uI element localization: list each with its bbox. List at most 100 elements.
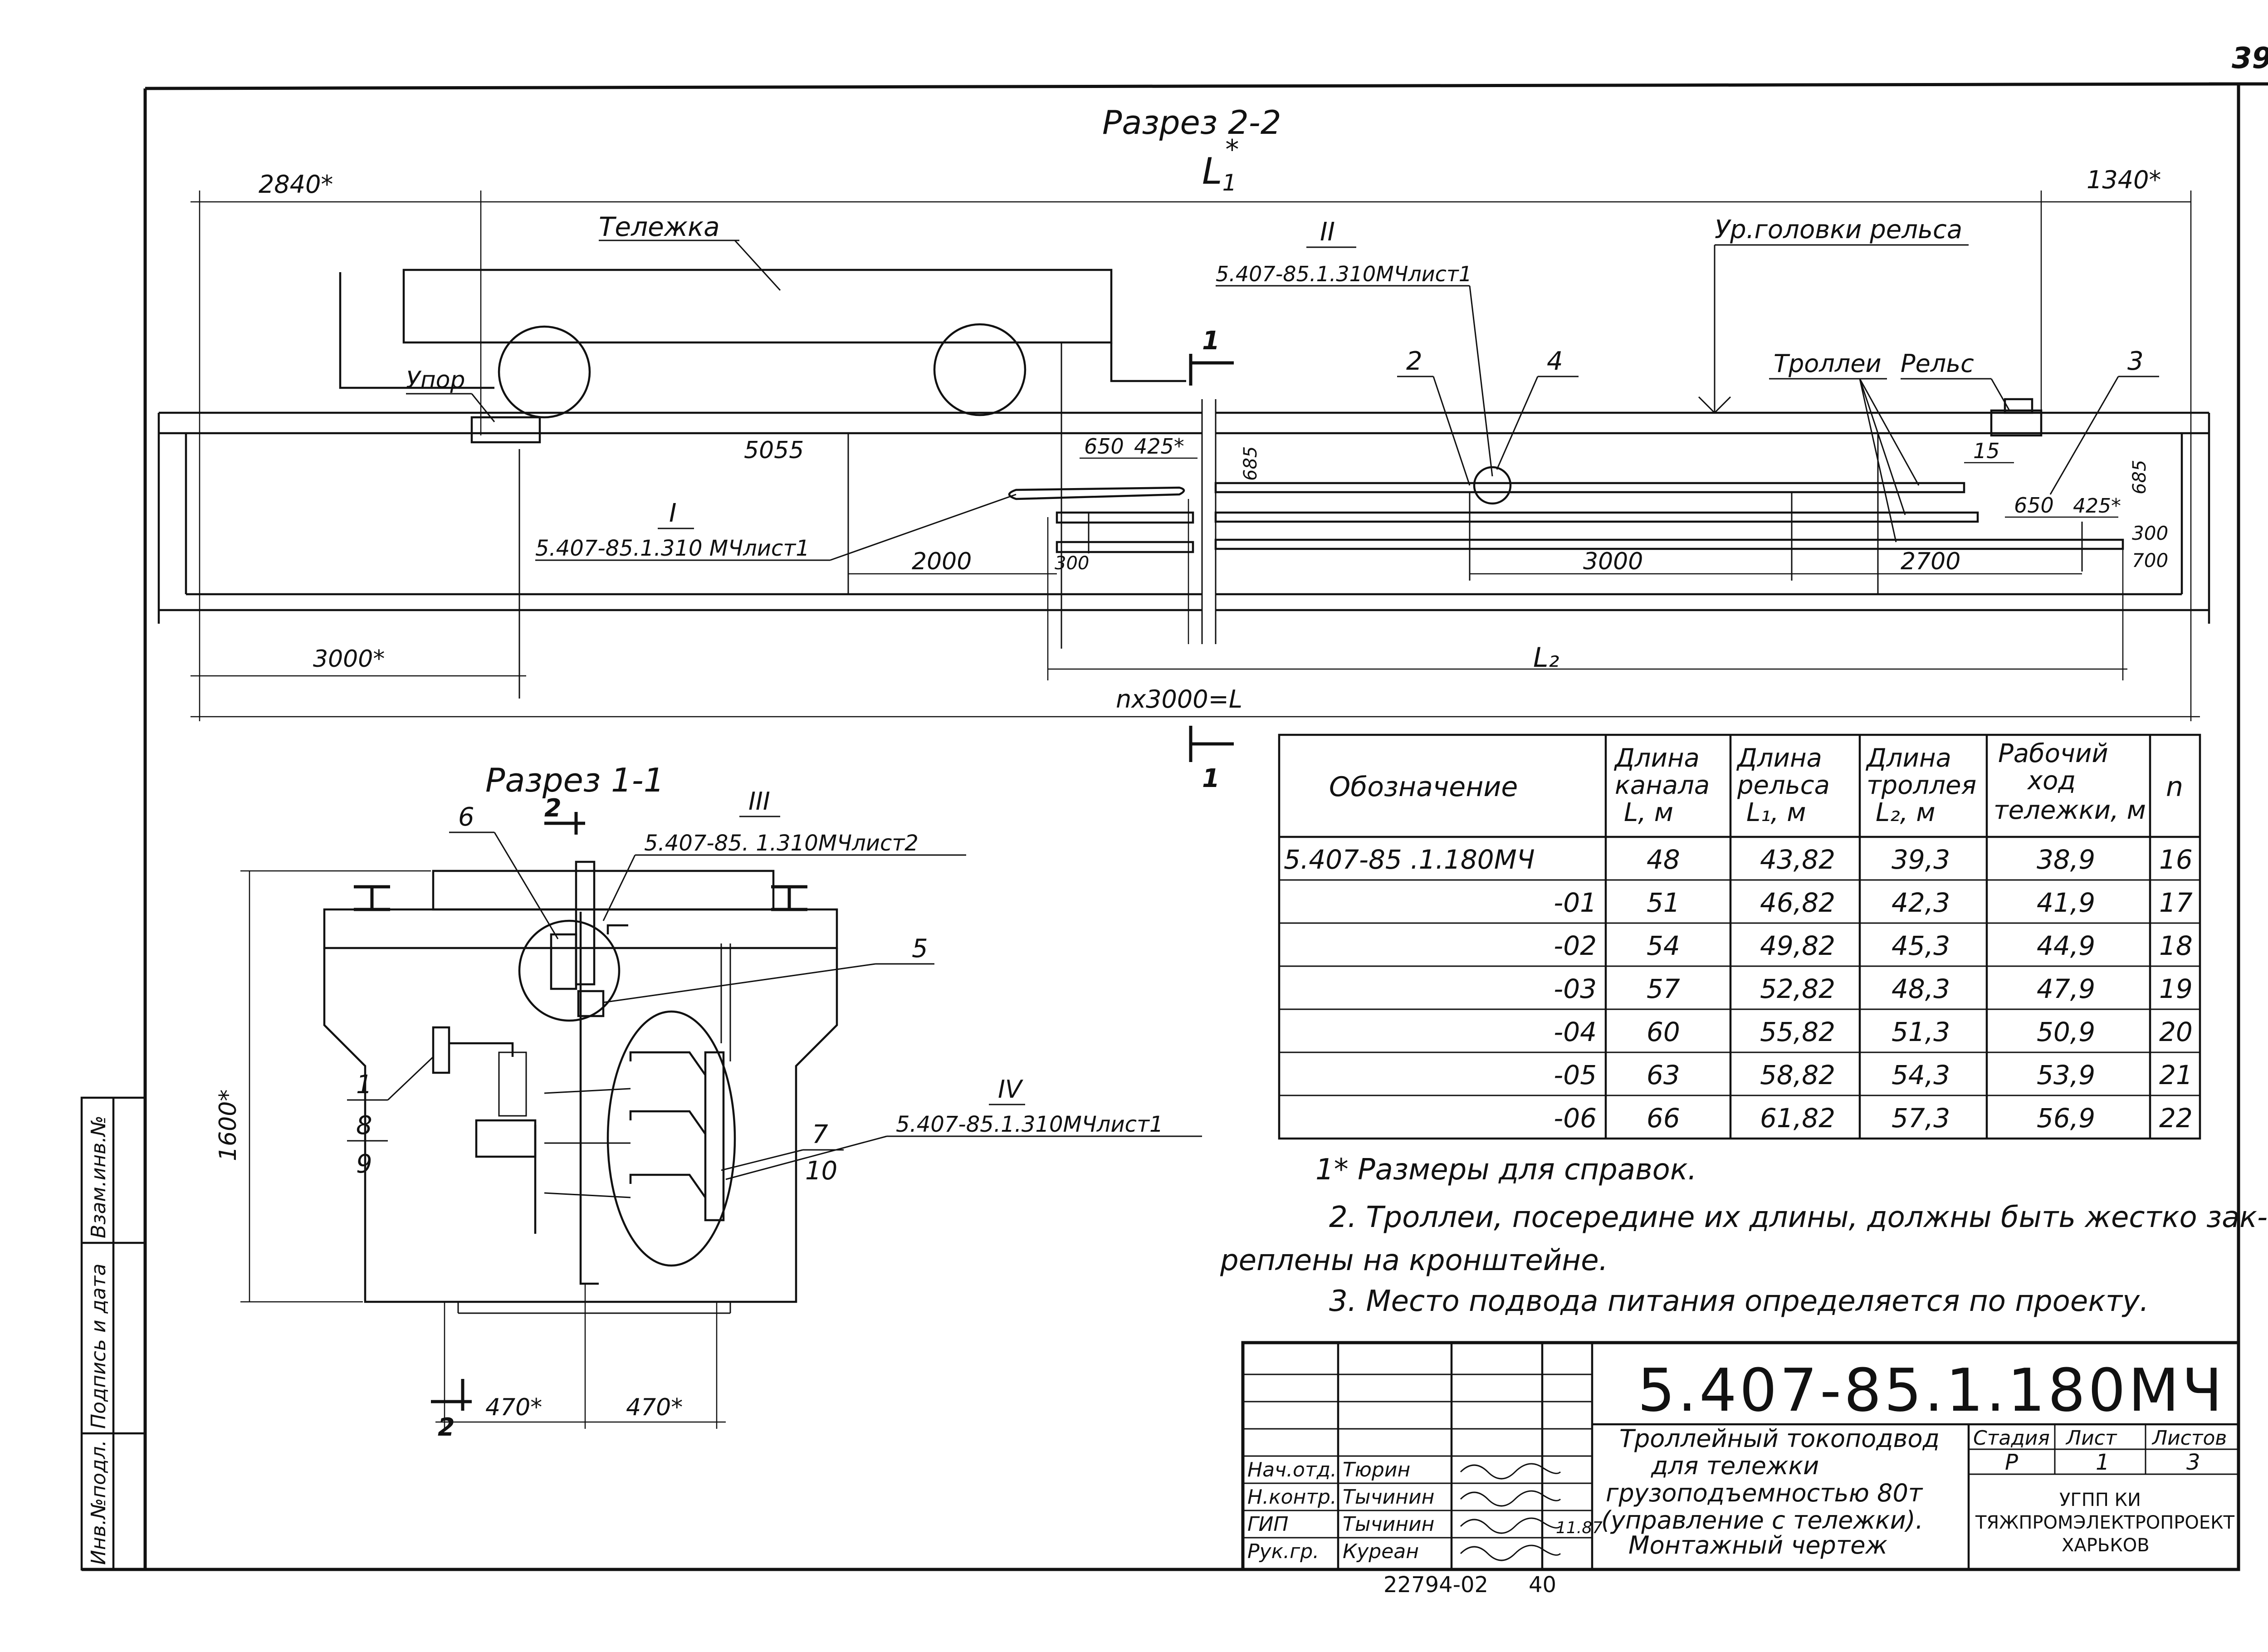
table-cell: 57,3 [1892,1103,1950,1134]
pos-7: 7 [812,1120,828,1149]
sign-date: 11.87 [1556,1519,1603,1537]
pos-6: 6 [458,802,474,832]
sheet-frame [82,82,2268,1571]
pos-2: 2 [1406,347,1422,376]
cut-1-top: 1 [1202,326,1220,356]
table-cell: 61,82 [1760,1103,1835,1134]
th-n: n [2166,771,2183,803]
dim-nx3000: nх3000=L [1116,685,1242,714]
table-cell-designation: -02 [1554,930,1597,961]
dim-650a: 650 [1084,434,1124,459]
table-cell: 46,82 [1760,887,1835,918]
ref-IV: IV [998,1075,1024,1104]
ref-III-doc: 5.407-85. 1.310МЧлист2 [644,831,919,856]
table-cell: 63 [1647,1060,1680,1090]
ref-II-doc: 5.407-85.1.310МЧлист1 [1216,262,1472,286]
table-cell: 60 [1647,1017,1680,1047]
table-cell: 57 [1647,973,1680,1004]
table-cell: 48,3 [1892,973,1950,1004]
table-cell: 53,9 [2037,1060,2095,1090]
table-cell-designation: -03 [1554,973,1597,1004]
table-cell: 58,82 [1760,1060,1835,1090]
dim-425a: 425* [1134,434,1184,459]
section-2-2: Разрез 2-2 2840* 1340* L1* Тележка Упор [157,103,2210,793]
table-cell: 50,9 [2037,1017,2095,1047]
table-cell: 47,9 [2037,973,2095,1004]
table-cell: 20 [2159,1017,2193,1047]
dim-2000: 2000 [912,548,972,575]
dim-650b: 650 [2014,493,2054,518]
label-trolley: Тележка [599,211,720,242]
th-designation: Обозначение [1329,771,1518,803]
label-rail: Рельс [1901,349,1974,378]
dim-3000star: 3000* [313,645,385,673]
table-cell: 17 [2159,887,2193,918]
dim-685b: 685 [2129,460,2150,494]
dim-470b: 470* [626,1394,683,1421]
label-trolleys: Троллеи [1774,349,1882,378]
cut-2-bottom: 2 [438,1413,455,1442]
table-cell-designation: -06 [1554,1103,1597,1134]
dim-2840: 2840* [259,170,333,199]
page-number: 39 [2232,42,2268,75]
section22-title: Разрез 2-2 [1102,103,1281,142]
side-stamp-sign: Подпись и дата [87,1264,110,1429]
archive-page: 40 [1529,1572,1556,1598]
note-3: 3. Место подвода питания определяется по… [1329,1285,2149,1318]
pos-8: 8 [356,1111,372,1140]
ref-I: I [669,499,677,528]
value-stage: Р [2005,1450,2018,1475]
dim-3000: 3000 [1583,548,1643,575]
th-rail-length: Длина рельса L₁, м [1736,743,1838,827]
dim-425b: 425* [2073,494,2121,518]
table-cell: 18 [2159,930,2193,961]
ref-II: II [1320,217,1335,247]
label-sheets: Листов [2151,1427,2227,1450]
label-stage: Стадия [1973,1427,2050,1450]
table-cell: 44,9 [2037,930,2095,961]
dim-L1: L1* [1202,134,1239,196]
dim-300b: 300 [2132,522,2168,544]
section11-title: Разрез 1-1 [485,761,665,799]
section-1-1: Разрез 1-1 [215,761,1202,1442]
spec-table: Обозначение Длина канала L, м Длина рель… [1278,733,2201,1140]
table-cell: 22 [2159,1103,2193,1134]
dim-2700: 2700 [1901,548,1960,575]
dim-15: 15 [1973,439,2000,463]
ref-IV-doc: 5.407-85.1.310МЧлист1 [896,1112,1163,1137]
side-stamp-replace: Взам.инв.№ [87,1115,110,1238]
pos-1: 1 [356,1070,372,1100]
table-cell: 56,9 [2037,1103,2095,1134]
th-trolley-length: Длина троллея L₂, м [1865,743,1984,827]
table-cell-designation: -04 [1554,1017,1597,1047]
side-stamp: Инв.№подл. Подпись и дата Взам.инв.№ [80,1096,147,1571]
doc-code: 5.407-85.1.180МЧ [1637,1356,2225,1425]
table-cell-designation: 5.407-85 .1.180МЧ [1284,844,1535,875]
table-cell: 51,3 [1892,1017,1950,1047]
value-sheets: 3 [2186,1450,2200,1475]
signature-name: Тюрин [1343,1458,1410,1481]
note-2: 2. Троллеи, посередине их длины, должны … [1329,1201,2268,1234]
pos-9: 9 [356,1149,372,1179]
table-cell: 21 [2159,1060,2193,1090]
table-cell: 41,9 [2037,887,2095,918]
signature-name: Тычинин [1343,1513,1434,1536]
table-cell: 48 [1647,844,1680,875]
table-cell: 16 [2159,844,2193,875]
signature-name: Тычинин [1343,1486,1434,1509]
archive-number: 22794-02 [1383,1572,1488,1598]
table-cell: 54,3 [1892,1060,1950,1090]
pos-10: 10 [805,1156,837,1186]
org-name: УГПП КИ ТЯЖПРОМЭЛЕКТРОПРОЕКТ ХАРЬКОВ [1975,1490,2240,1556]
table-cell: 52,82 [1760,973,1835,1004]
cut-2-top: 2 [544,794,562,822]
signature-role: ГИП [1247,1513,1289,1536]
table-cell: 45,3 [1892,930,1950,961]
dim-5055: 5055 [744,437,804,464]
side-stamp-inv: Инв.№подл. [87,1440,110,1565]
signature-role: Н.контр. [1247,1486,1337,1509]
table-cell: 54 [1647,930,1680,961]
table-cell: 19 [2159,973,2193,1004]
handwritten-signature [1460,1490,1561,1507]
